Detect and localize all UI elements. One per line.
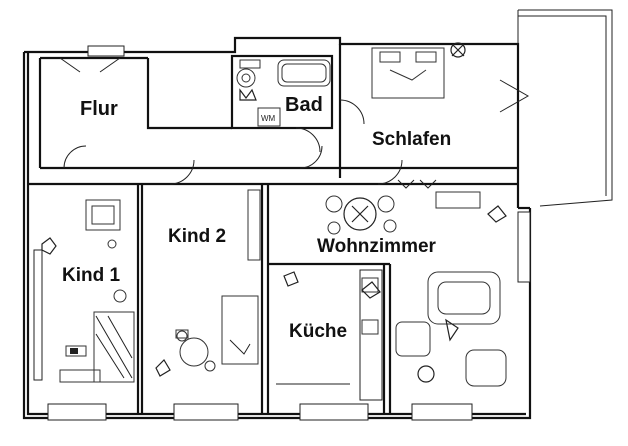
doors [63,79,530,185]
room-label-kind2: Kind 2 [166,226,229,247]
kind2-furniture [155,189,261,377]
room-label-schlafen: Schlafen [370,129,454,150]
kind1-furniture [33,199,135,383]
room-label-kind1: Kind 1 [60,265,123,286]
schlafen-furniture [371,42,466,99]
interior-walls [28,44,518,414]
kueche-fixtures [276,269,383,401]
outer-walls [22,36,532,420]
windows [47,45,531,421]
washing-machine-label: WM [261,114,276,123]
balcony [517,9,613,207]
wohnzimmer-furniture [325,179,507,387]
room-label-bad: Bad [283,94,325,116]
room-label-kueche: Küche [287,321,350,342]
bad-fixtures [236,59,331,127]
flur-furniture [59,57,121,73]
room-label-wohnzimmer: Wohnzimmer [315,236,438,257]
room-label-flur: Flur [78,98,120,120]
